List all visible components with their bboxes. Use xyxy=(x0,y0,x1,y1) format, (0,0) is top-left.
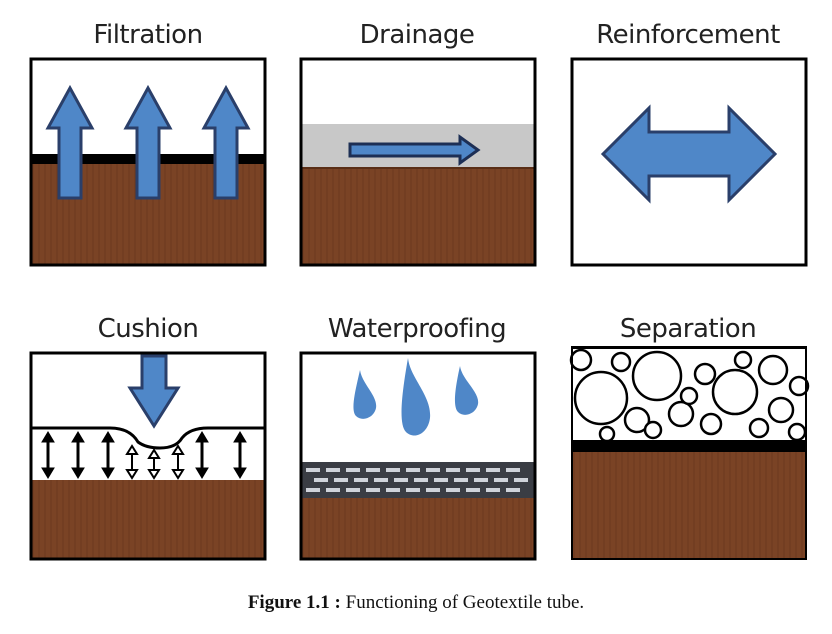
filtration-panel xyxy=(29,57,267,267)
cushion-panel xyxy=(29,351,267,561)
right-arrow-icon xyxy=(348,134,481,166)
upward-arrow-icon xyxy=(123,84,173,200)
figure-label: Figure 1.1 : xyxy=(247,592,341,613)
figure-caption: Figure 1.1 : Functioning of Geotextile t… xyxy=(0,592,832,614)
reinforcement-panel xyxy=(570,57,808,267)
double-arrow-icon xyxy=(600,104,778,204)
panel-title-filtration: Filtration xyxy=(93,20,203,50)
geotextile-layer xyxy=(571,440,807,452)
waterproofing-panel xyxy=(299,351,537,561)
soil-layer xyxy=(30,480,266,560)
figure-caption-text: Functioning of Geotextile tube. xyxy=(340,592,585,613)
membrane-pattern xyxy=(306,468,528,492)
drainage-panel xyxy=(299,57,537,267)
water-drop-icon xyxy=(353,370,377,419)
panel-title-waterproofing: Waterproofing xyxy=(327,314,507,344)
water-drop-icon xyxy=(401,358,431,436)
panel-title-reinforcement: Reinforcement xyxy=(596,20,780,50)
water-drop-icon xyxy=(454,366,479,415)
cushion-membrane xyxy=(30,426,266,450)
aggregate-stones xyxy=(569,348,810,443)
panel-title-separation: Separation xyxy=(619,314,757,344)
down-arrow-icon xyxy=(127,354,181,429)
panel-title-cushion: Cushion xyxy=(97,314,199,344)
upward-arrow-icon xyxy=(201,84,251,200)
soil-layer xyxy=(300,168,536,266)
soil-layer xyxy=(571,450,807,560)
upward-arrow-icon xyxy=(45,84,95,200)
panel-title-drainage: Drainage xyxy=(359,20,475,50)
soil-layer xyxy=(300,498,536,560)
separation-panel xyxy=(569,346,810,560)
support-arrows xyxy=(41,431,247,480)
